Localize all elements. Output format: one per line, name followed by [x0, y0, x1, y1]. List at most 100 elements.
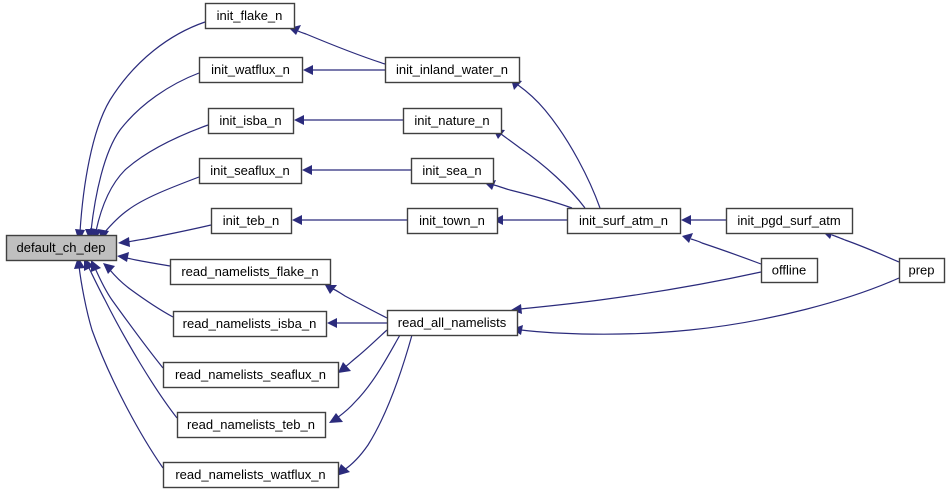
- edge-line: [831, 234, 900, 263]
- arrowhead-icon: [325, 285, 337, 294]
- arrowhead-icon: [294, 115, 304, 125]
- node-init_pgd_surf_atm[interactable]: init_pgd_surf_atm: [725, 207, 854, 235]
- edge-line: [127, 224, 212, 243]
- edge-read_all_namelists-to-read_namelists_watflux_n: [336, 334, 413, 476]
- edge-line: [690, 238, 762, 265]
- edge-init_inland_water_n-to-init_flake_n: [289, 25, 386, 65]
- arrowhead-icon: [327, 318, 337, 328]
- edge-init_nature_n-to-init_isba_n: [294, 115, 403, 125]
- node-box[interactable]: [198, 56, 304, 84]
- edge-line: [336, 334, 401, 419]
- edge-line: [344, 329, 388, 368]
- edge-line: [78, 265, 164, 469]
- edge-init_surf_atm_n-to-init_nature_n: [493, 129, 586, 209]
- edge-line: [332, 288, 388, 319]
- node-box[interactable]: [198, 157, 303, 185]
- edge-offline-to-read_all_namelists: [511, 271, 762, 314]
- edge-read_all_namelists-to-read_namelists_teb_n: [329, 334, 401, 423]
- node-init_watflux_n[interactable]: init_watflux_n: [198, 56, 304, 84]
- node-init_teb_n[interactable]: init_teb_n: [210, 207, 293, 235]
- node-box[interactable]: [406, 207, 499, 235]
- edge-line: [343, 334, 413, 471]
- edge-prep-to-read_all_namelists: [512, 277, 900, 335]
- edge-line: [103, 176, 200, 234]
- node-box[interactable]: [384, 56, 521, 84]
- node-read_namelists_seaflux_n[interactable]: read_namelists_seaflux_n: [162, 361, 340, 389]
- arrowhead-icon: [681, 215, 691, 225]
- node-box[interactable]: [386, 309, 519, 337]
- node-init_surf_atm_n[interactable]: init_surf_atm_n: [566, 207, 682, 235]
- arrowhead-icon: [117, 252, 129, 262]
- node-read_namelists_isba_n[interactable]: read_namelists_isba_n: [172, 310, 328, 338]
- arrowhead-icon: [74, 257, 85, 269]
- edge-offline-to-init_surf_atm_n: [682, 233, 762, 265]
- node-init_town_n[interactable]: init_town_n: [406, 207, 499, 235]
- edge-read_namelists_watflux_n-to-default_ch_dep: [74, 257, 164, 469]
- edge-line: [125, 257, 171, 267]
- node-offline[interactable]: offline: [760, 257, 819, 284]
- node-box[interactable]: [725, 207, 854, 235]
- node-default_ch_dep[interactable]: default_ch_dep: [5, 234, 118, 262]
- edge-line: [90, 72, 200, 232]
- node-box[interactable]: [172, 310, 328, 338]
- arrowhead-icon: [90, 228, 101, 241]
- node-box[interactable]: [210, 207, 293, 235]
- node-box[interactable]: [402, 107, 503, 135]
- node-init_isba_n[interactable]: init_isba_n: [207, 107, 295, 135]
- arrowhead-icon: [302, 165, 312, 175]
- edge-init_surf_atm_n-to-init_town_n: [493, 215, 567, 225]
- edge-init_sea_n-to-init_seaflux_n: [302, 165, 411, 175]
- edge-line: [517, 84, 601, 209]
- node-box[interactable]: [207, 107, 295, 135]
- edge-read_namelists_isba_n-to-default_ch_dep: [103, 263, 174, 318]
- edge-line: [95, 124, 209, 232]
- edge-line: [94, 267, 164, 369]
- node-box[interactable]: [162, 361, 340, 389]
- node-read_namelists_flake_n[interactable]: read_namelists_flake_n: [169, 258, 332, 286]
- node-box[interactable]: [162, 461, 340, 489]
- node-box[interactable]: [566, 207, 682, 235]
- edge-init_inland_water_n-to-init_watflux_n: [303, 65, 385, 75]
- node-init_nature_n[interactable]: init_nature_n: [402, 107, 503, 135]
- arrowhead-icon: [329, 413, 343, 423]
- edge-init_surf_atm_n-to-init_sea_n: [485, 180, 573, 209]
- node-init_inland_water_n[interactable]: init_inland_water_n: [384, 56, 521, 84]
- arrowhead-icon: [118, 237, 130, 247]
- node-box[interactable]: [169, 258, 332, 286]
- edge-init_town_n-to-init_teb_n: [292, 215, 407, 225]
- node-read_all_namelists[interactable]: read_all_namelists: [386, 309, 519, 337]
- edge-line: [520, 277, 900, 335]
- node-box[interactable]: [410, 157, 495, 185]
- node-init_seaflux_n[interactable]: init_seaflux_n: [198, 157, 303, 185]
- edge-line: [87, 265, 178, 419]
- node-init_sea_n[interactable]: init_sea_n: [410, 157, 495, 185]
- arrowhead-icon: [303, 65, 313, 75]
- arrowhead-icon: [292, 215, 302, 225]
- edge-init_surf_atm_n-to-init_inland_water_n: [511, 79, 601, 209]
- edge-line: [500, 133, 586, 209]
- arrowhead-icon: [511, 304, 522, 314]
- edge-line: [109, 269, 174, 318]
- edge-init_pgd_surf_atm-to-init_surf_atm_n: [681, 215, 726, 225]
- edges-layer: [74, 21, 900, 476]
- edge-read_namelists_seaflux_n-to-default_ch_dep: [91, 260, 164, 369]
- node-init_flake_n[interactable]: init_flake_n: [204, 2, 296, 30]
- arrowhead-icon: [338, 362, 351, 373]
- node-read_namelists_watflux_n[interactable]: read_namelists_watflux_n: [162, 461, 340, 489]
- edge-line: [79, 21, 206, 233]
- edge-read_all_namelists-to-read_namelists_flake_n: [325, 285, 388, 319]
- node-read_namelists_teb_n[interactable]: read_namelists_teb_n: [176, 411, 327, 439]
- node-box[interactable]: [760, 257, 819, 284]
- node-prep[interactable]: prep: [898, 257, 946, 284]
- edge-read_all_namelists-to-read_namelists_isba_n: [327, 318, 387, 328]
- arrowhead-icon: [103, 263, 115, 274]
- node-box[interactable]: [176, 411, 327, 439]
- node-box[interactable]: [898, 257, 946, 284]
- arrowhead-icon: [682, 233, 693, 243]
- edge-read_namelists_teb_n-to-default_ch_dep: [84, 258, 178, 419]
- node-box[interactable]: [5, 234, 118, 262]
- edge-read_all_namelists-to-read_namelists_seaflux_n: [338, 329, 388, 373]
- node-box[interactable]: [204, 2, 296, 30]
